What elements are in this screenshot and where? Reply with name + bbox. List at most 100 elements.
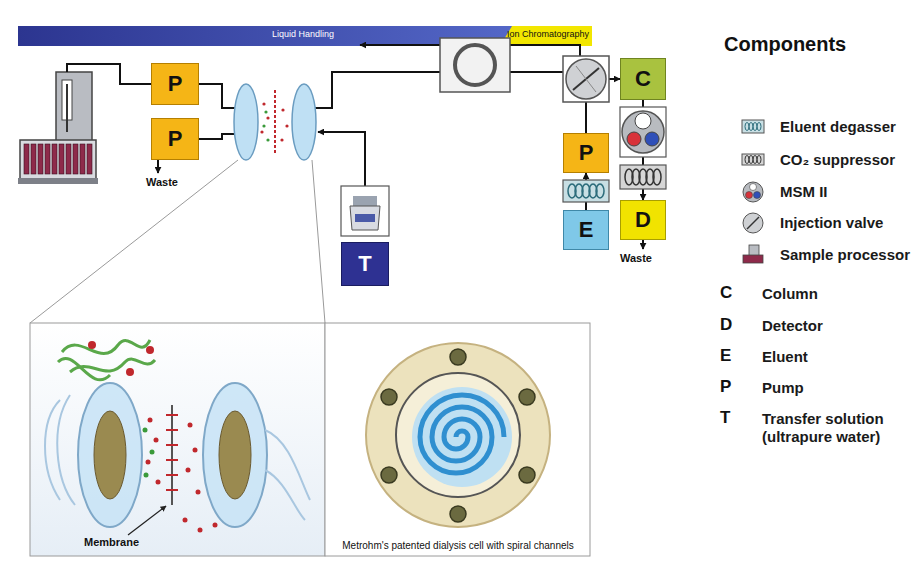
sample-processor-icon [18,72,98,184]
node-letter: P [579,141,594,165]
membrane-label: Membrane [84,536,164,549]
tubing-line [314,72,440,108]
legend-row: Eluent [762,348,914,366]
membrane-illustration [148,418,153,423]
legend-text: MSM II [780,183,914,201]
legend-letter-box: T [720,408,744,428]
dialysis-cell [292,84,316,160]
dialysis-cell [260,130,263,133]
msm-suppressor-icon [622,111,664,153]
legend-row: Detector [762,317,914,335]
legend-row: Transfer solution (ultrapure water) [762,410,914,446]
sample-processor-icon [87,144,92,174]
legend-text: Eluent degasser [780,118,914,136]
pump-box: P [151,118,199,160]
node-letter: T [358,252,371,276]
legend-text: Transfer solution (ultrapure water) [762,410,914,446]
detector-box: D [620,200,666,240]
dialysis-cell [264,110,267,113]
transfer-bottle-icon [353,196,377,206]
co2-suppressor-icon [625,169,661,185]
eluent-degasser-icon [568,184,604,198]
membrane-illustration [146,460,151,465]
legend-icon [750,184,757,191]
membrane-illustration [203,383,267,527]
legend-icon [743,255,763,263]
tubing-line [318,132,365,186]
legend-text: Eluent [762,348,914,366]
sample-processor-icon [80,144,85,174]
legend-text: Column [762,285,914,303]
membrane-illustration [57,395,75,505]
legend-icon [754,192,761,199]
membrane-illustration [156,480,161,485]
membrane-illustration [146,346,154,354]
waste-label: Waste [146,176,206,189]
legend-icon [742,154,764,165]
transfer-bottle-icon [341,186,389,236]
legend-row: Sample processor [780,246,914,264]
legend-title-box: Components [724,32,914,56]
eluent-box: E [563,210,609,250]
legend-text: Injection valve [780,214,914,232]
column-box: C [620,58,666,100]
legend-icon [745,123,761,131]
waste-label-box: Waste [620,252,680,265]
legend-icon [742,120,764,263]
dialysis-cell [262,102,265,105]
membrane-illustration [150,450,155,455]
dialysis-cell-photo [366,343,550,527]
membrane-label-box: Membrane [84,536,164,549]
membrane-illustration [94,411,126,499]
sample-processor-icon [59,144,64,174]
sample-loop [440,38,510,92]
legend-icon [743,213,763,233]
legend-text: Sample processor [780,246,914,264]
legend-row: Eluent degasser [780,118,914,136]
membrane-illustration [88,341,96,349]
dialysis-cell-photo [450,506,466,522]
sample-processor-icon [24,144,29,174]
legend-icon [749,156,753,164]
legend-icon [745,156,761,164]
membrane-illustration [62,340,150,354]
legend-text: Pump [762,379,914,397]
membrane-illustration [128,506,166,535]
tubing-line [67,45,643,249]
membrane-illustration [58,358,110,379]
header-tab-text: Ion Chromatography [500,29,596,40]
msm-suppressor-icon [620,107,666,157]
dialysis-cell [234,84,258,160]
dialysis-cell [262,110,269,141]
node-letter: P [168,72,183,96]
membrane-illustration [265,430,310,500]
photo-caption: Metrohm's patented dialysis cell with sp… [327,540,589,552]
node-letter: C [635,67,651,91]
sample-processor-icon [66,144,71,174]
co2-suppressor-icon [620,165,666,189]
transfer-bottle-icon [341,186,389,236]
detail-panel [30,323,590,556]
membrane-illustration [183,518,188,523]
legend-letter-box: E [720,346,744,366]
detail-panel [325,323,590,556]
dialysis-cell-photo [450,349,466,365]
membrane-illustration [126,368,134,376]
msm-suppressor-icon [635,113,651,129]
injection-valve-icon [566,59,606,99]
legend-icon [753,123,757,131]
membrane-illustration [166,429,178,431]
legend-row: CO₂ suppressor [780,151,914,169]
co2-suppressor-icon [620,165,666,189]
eluent-degasser-icon [563,180,609,202]
transfer-bottle-icon [350,206,380,230]
eluent-degasser-icon [596,184,604,198]
legend-icon [757,156,761,164]
dialysis-cell [266,138,269,141]
membrane-illustration [265,430,310,520]
membrane-illustration [144,473,149,478]
dialysis-cell-photo [381,389,397,405]
detail-panel [30,323,325,556]
